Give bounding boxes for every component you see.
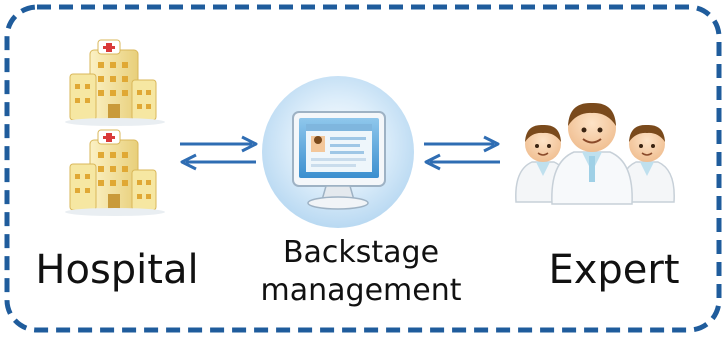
dashed-border bbox=[4, 4, 722, 333]
computer-monitor-icon bbox=[262, 76, 414, 228]
hospital-building-icon bbox=[65, 39, 165, 126]
backstage-label-line2: management bbox=[260, 273, 462, 308]
bidirectional-arrow-right bbox=[424, 135, 500, 171]
doctors-group-icon bbox=[515, 102, 675, 205]
backstage-management-label: Backstage management bbox=[232, 234, 490, 310]
hospital-building-icon bbox=[65, 129, 165, 216]
expert-label: Expert bbox=[548, 247, 680, 293]
backstage-label-line1: Backstage bbox=[282, 235, 440, 270]
hospital-label: Hospital bbox=[35, 247, 199, 293]
bidirectional-arrow-left bbox=[180, 135, 258, 171]
